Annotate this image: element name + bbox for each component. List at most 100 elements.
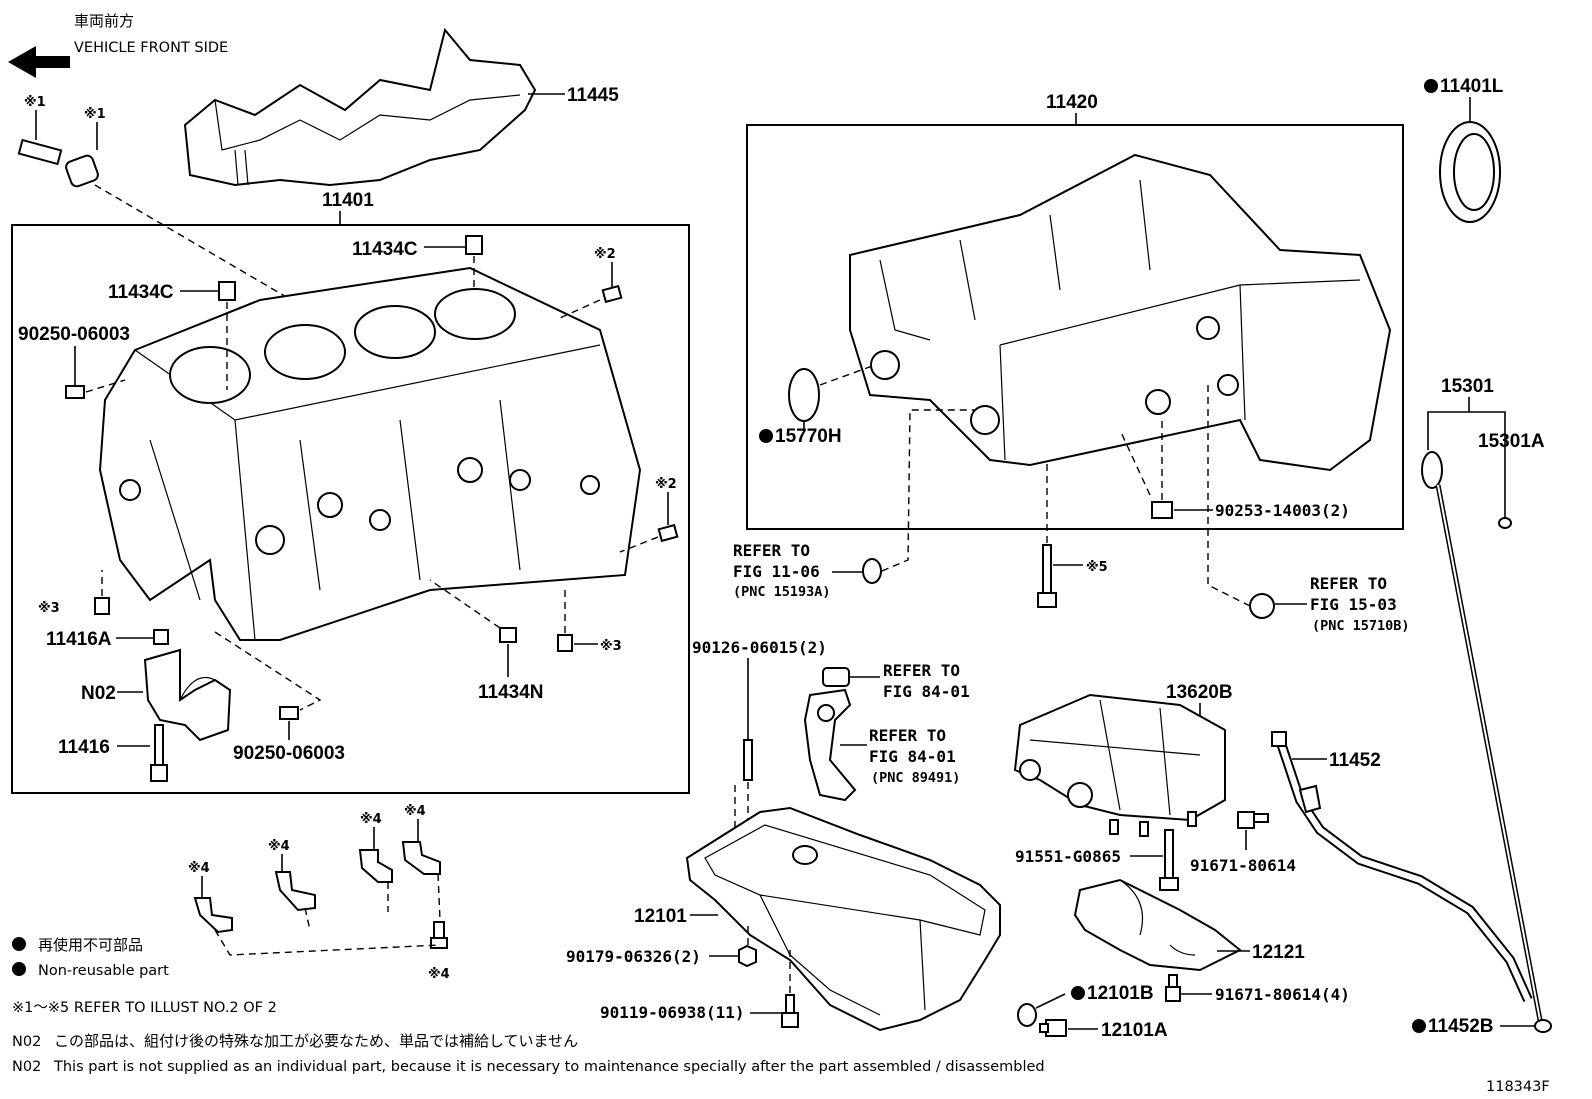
oring-11452b: [1534, 1019, 1552, 1033]
pin-90250-a: [65, 385, 85, 399]
part-label-11452: 11452: [1329, 750, 1381, 771]
front-arrow-icon: [8, 46, 70, 78]
part-label-11401: 11401: [322, 190, 374, 211]
part-label-90119: 90119-06938(11): [600, 1003, 745, 1022]
nonreusable-dot-15770h: [759, 429, 773, 443]
mark-3a: ※3: [38, 601, 60, 616]
part-label-90250-b: 90250-06003: [233, 743, 345, 764]
mark-4e: ※4: [428, 967, 450, 982]
dowel-90253: [1151, 501, 1173, 519]
n02-note-en: This part is not supplied as an individu…: [53, 1059, 1045, 1075]
bolt-90119: [781, 994, 799, 1028]
part-label-11445: 11445: [567, 85, 619, 106]
refer-fig-15-03-line3: (PNC 15710B): [1312, 618, 1410, 634]
dowel-11434c-b: [218, 281, 236, 301]
stud-90126: [743, 739, 753, 781]
oil-jet-brackets: [193, 819, 448, 949]
engine-cover-11445: [183, 27, 537, 187]
part-label-12101: 12101: [634, 906, 687, 927]
pin-3b: [557, 634, 573, 652]
legend-nonreusable-en: Non-reusable part: [38, 963, 169, 979]
refer-fig-11-06-line3: (PNC 15193A): [733, 584, 831, 600]
part-label-91671-a: 91671-80614: [1190, 856, 1296, 875]
mark-2b: ※2: [655, 477, 677, 492]
balance-shaft-13620b: [1013, 693, 1226, 837]
part-label-90250-a: 90250-06003: [18, 324, 130, 345]
oring-15193a: [862, 558, 882, 584]
mark-4c: ※4: [360, 812, 382, 827]
mark-1a: ※1: [24, 95, 46, 110]
part-label-11434c-a: 11434C: [352, 239, 418, 260]
oil-pan-12101: [685, 806, 1001, 1032]
mark-5: ※5: [1086, 560, 1108, 575]
part-label-91551: 91551-G0865: [1015, 847, 1121, 866]
cylinder-block-group-box: [11, 224, 690, 794]
refer-fig-84-01-b-line2: FIG 84-01: [869, 747, 956, 766]
dipstick-15301: [1421, 451, 1543, 1021]
bolt-91671-b: [1165, 974, 1181, 1002]
nonreusable-dot-12101b: [1071, 986, 1085, 1000]
part-label-11420: 11420: [1046, 92, 1098, 113]
nonreusable-dot-11452b: [1412, 1019, 1426, 1033]
part-label-15301: 15301: [1441, 376, 1494, 397]
part-label-11434c-b: 11434C: [108, 282, 174, 303]
pin-90250-b: [279, 706, 299, 720]
part-label-11434n: 11434N: [478, 682, 544, 703]
oring-15710b: [1249, 593, 1275, 619]
nut-90179: [738, 944, 757, 968]
dipstick-guide-11452: [1271, 731, 1533, 1003]
refer-fig-84-01-b-line3: (PNC 89491): [871, 770, 960, 786]
refer-fig-15-03-line1: REFER TO: [1310, 574, 1387, 593]
front-label-en: VEHICLE FRONT SIDE: [74, 40, 228, 56]
part-label-12121: 12121: [1252, 942, 1305, 963]
oil-level-sensor: [803, 667, 857, 802]
figure-id: 118343F: [1486, 1079, 1550, 1095]
part-label-11401l: 11401L: [1440, 76, 1504, 97]
mark-2a: ※2: [594, 247, 616, 262]
bolt-5: [1037, 544, 1057, 608]
baffle-plate-12121: [1073, 878, 1242, 972]
refer-fig-84-01-a-line1: REFER TO: [883, 661, 960, 680]
part-label-11416: 11416: [58, 737, 110, 758]
pin-2b: [657, 523, 679, 543]
part-label-90126: 90126-06015(2): [692, 638, 827, 657]
part-label-13620b: 13620B: [1166, 682, 1233, 703]
n02-label-en: N02: [12, 1059, 41, 1075]
crankcase-11420: [849, 153, 1392, 472]
oring-15770h: [788, 368, 820, 422]
front-label-jp: 車両前方: [74, 12, 134, 30]
mark-1b: ※1: [84, 107, 106, 122]
bolt-91551: [1159, 829, 1179, 891]
dowel-11434n: [499, 627, 517, 643]
part-label-12101b: 12101B: [1087, 983, 1154, 1004]
crankcase-group-box: [746, 124, 1404, 530]
part-label-15301a: 15301A: [1478, 431, 1545, 452]
mark-3b: ※3: [600, 639, 622, 654]
part-label-15770h: 15770H: [775, 426, 842, 447]
nonreusable-dot-icon-2: [12, 962, 26, 976]
part-label-11416a: 11416A: [46, 629, 112, 650]
nonreusable-dot-icon: [12, 937, 26, 951]
bolt-11416: [150, 724, 168, 782]
gasket-12101b: [1017, 1003, 1037, 1027]
part-label-90179: 90179-06326(2): [566, 947, 701, 966]
refer-fig-11-06-line1: REFER TO: [733, 541, 810, 560]
part-label-91671-b: 91671-80614(4): [1215, 985, 1350, 1004]
pin-3a: [94, 597, 110, 615]
nonreusable-dot-11401l: [1424, 79, 1438, 93]
legend-nonreusable-jp: 再使用不可部品: [38, 936, 143, 954]
oring-15301a: [1498, 517, 1512, 529]
bolt-part: [17, 138, 63, 166]
bearing-cap-n02: [143, 648, 232, 742]
oil-seal-11401l: [1439, 121, 1501, 223]
dowel-11416a: [153, 629, 169, 645]
n02-note-jp: この部品は、組付け後の特殊な加工が必要なため、単品では補給していません: [54, 1032, 578, 1050]
drain-plug-12101a: [1039, 1019, 1067, 1037]
n02-label-jp: N02: [12, 1034, 41, 1050]
bolt-91671-a: [1237, 811, 1269, 829]
part-label-90253: 90253-14003(2): [1215, 501, 1350, 520]
refer-fig-84-01-b-line1: REFER TO: [869, 726, 946, 745]
mark-4d: ※4: [404, 804, 426, 819]
mark-4b: ※4: [268, 839, 290, 854]
